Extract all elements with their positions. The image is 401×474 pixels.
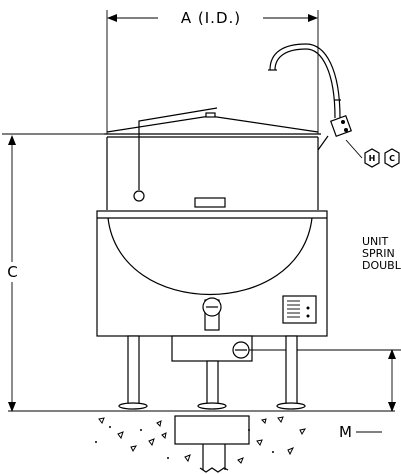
dimension-c-label: C: [7, 263, 18, 281]
dimension-c: C: [2, 133, 106, 412]
dimension-a: A (I.D.): [106, 9, 319, 134]
cold-water-connection: C: [384, 148, 400, 168]
note-line-3: DOUBL: [362, 259, 401, 272]
kettle-jacket: [96, 210, 328, 337]
hot-water-label: H: [369, 154, 376, 163]
legs: [118, 335, 306, 410]
hot-water-connection: H: [364, 148, 380, 168]
kettle-lid: [104, 112, 321, 138]
floor-drain: [174, 415, 250, 473]
note-line-2: SPRIN: [362, 247, 395, 260]
unit-note: UNIT SPRIN DOUBL: [362, 235, 401, 272]
cold-water-label: C: [389, 154, 395, 163]
lid-handle: [133, 107, 218, 202]
dimension-a-label: A (I.D.): [181, 9, 241, 27]
floor-aggregate: [98, 416, 307, 464]
faucet: [268, 43, 363, 159]
dimension-m: M: [339, 349, 396, 441]
note-line-1: UNIT: [362, 235, 389, 248]
dimension-m-label: M: [339, 423, 353, 441]
kettle-label-plate: [194, 197, 226, 208]
control-panel: [282, 295, 317, 324]
floor-aggregate-dots: [95, 426, 274, 459]
